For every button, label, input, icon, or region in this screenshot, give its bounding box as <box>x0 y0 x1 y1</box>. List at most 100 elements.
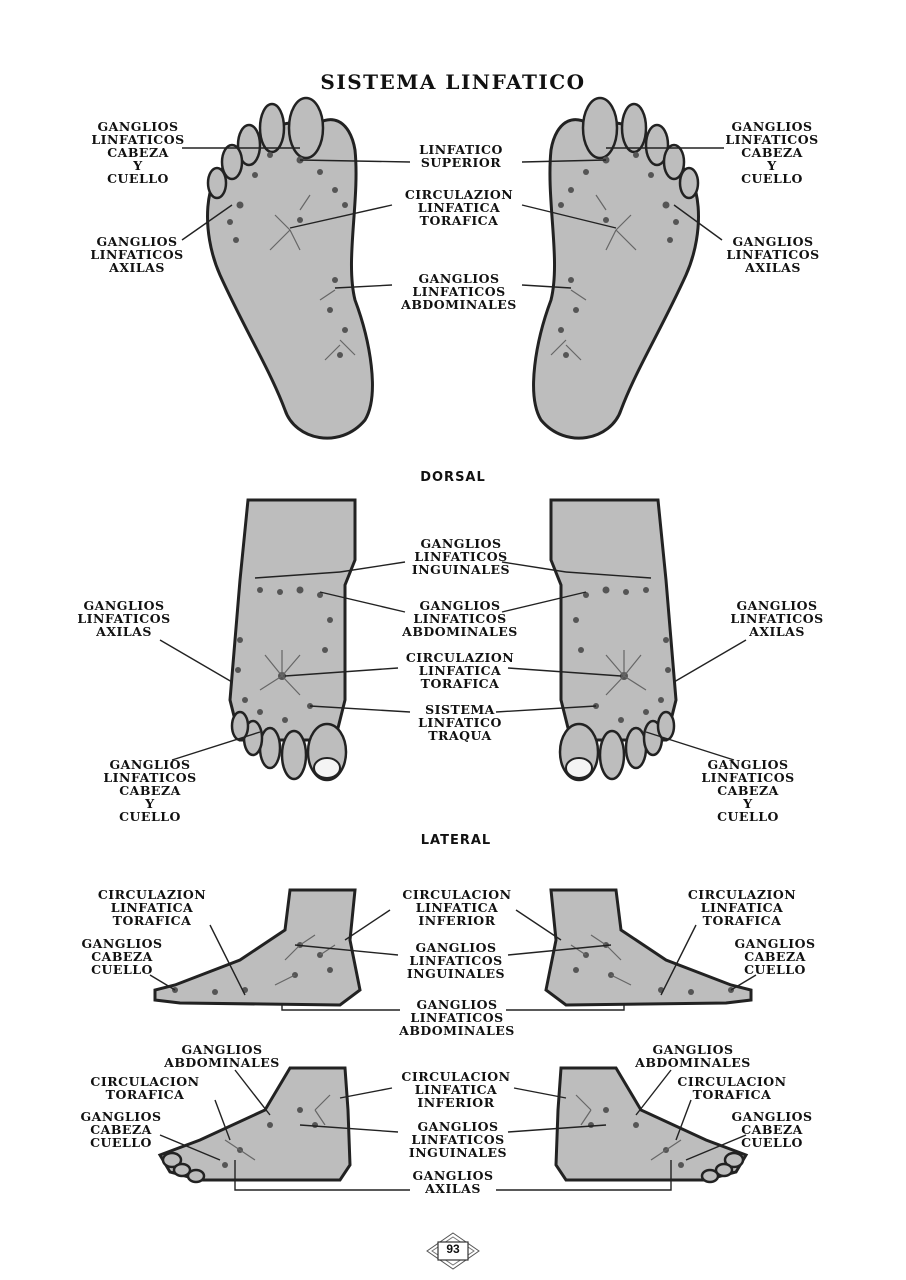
label-line: LINFATICOS <box>730 611 824 626</box>
lateral-upper-right-cabeza-label: GANGLIOS CABEZA CUELLO <box>734 937 815 976</box>
label-line: GANGLIOS <box>418 271 500 286</box>
label-line: CUELLO <box>107 171 169 186</box>
lateral-lower-right-abdominales-label: GANGLIOS ABDOMINALES <box>635 1043 751 1069</box>
lateral-upper-abdominales-label: GANGLIOS LINFATICOS ABDOMINALES <box>399 998 515 1037</box>
label-line: AXILAS <box>109 260 165 275</box>
label-line: GANGLIOS <box>731 1109 813 1124</box>
label-line: ABDOMINALES <box>164 1055 280 1070</box>
label-line: CABEZA <box>717 783 779 798</box>
plantar-superior-label: LINFATICO SUPERIOR <box>419 143 503 169</box>
dorsal-left-axilas-label: GANGLIOS LINFATICOS AXILAS <box>77 599 170 638</box>
dorsal-right-axilas-label: GANGLIOS LINFATICOS AXILAS <box>730 599 823 638</box>
plantar-right-cabeza-label: GANGLIOS LINFATICOS CABEZA Y CUELLO <box>725 120 818 185</box>
plantar-left-axilas-label: GANGLIOS LINFATICOS AXILAS <box>90 235 183 274</box>
label-line: Y <box>133 158 143 173</box>
label-line: TORAFICA <box>105 1087 185 1102</box>
label-line: LINFATICOS <box>725 132 819 147</box>
lateral-lower-left-toracica-label: CIRCULACION TORAFICA <box>90 1075 199 1101</box>
plantar-right-foot <box>532 96 700 440</box>
label-line: LINFATICA <box>418 663 502 678</box>
label-line: AXILAS <box>745 260 801 275</box>
label-line: LINFATICA <box>700 900 784 915</box>
label-line: GANGLIOS <box>97 119 179 134</box>
lateral-lower-right-cabeza-label: GANGLIOS CABEZA CUELLO <box>731 1110 812 1149</box>
page-title: SISTEMA LINFATICO <box>320 70 586 94</box>
label-line: ABDOMINALES <box>401 297 517 312</box>
label-line: TORAFICA <box>112 913 192 928</box>
plantar-right-axilas-label: GANGLIOS LINFATICOS AXILAS <box>726 235 819 274</box>
lateral-lower-left-foot <box>157 1066 352 1184</box>
label-line: LINFATICOS <box>103 770 197 785</box>
label-line: Y <box>767 158 777 173</box>
label-line: CUELLO <box>90 1135 152 1150</box>
label-line: AXILAS <box>425 1181 481 1196</box>
label-line: GANGLIOS <box>415 940 497 955</box>
label-line: INGUINALES <box>408 1145 508 1160</box>
label-line: GANGLIOS <box>419 598 501 613</box>
label-line: CIRCULACION <box>401 1069 511 1084</box>
label-line: CIRCULAZION <box>687 887 797 902</box>
label-line: CABEZA <box>741 1122 803 1137</box>
section-dorsal: DORSAL <box>420 470 486 485</box>
plantar-leader-lines <box>181 147 724 289</box>
label-line: CIRCULAZION <box>97 887 207 902</box>
label-line: LINFATICOS <box>90 247 184 262</box>
dorsal-traqua-label: SISTEMA LINFATICO TRAQUA <box>418 703 502 742</box>
label-line: TORAFICA <box>692 1087 772 1102</box>
plantar-left-cabeza-label: GANGLIOS LINFATICOS CABEZA Y CUELLO <box>91 120 184 185</box>
label-line: INGUINALES <box>411 562 511 577</box>
label-line: GANGLIOS <box>736 598 818 613</box>
label-line: AXILAS <box>96 624 152 639</box>
label-line: CUELLO <box>717 809 779 824</box>
label-line: TORAFICA <box>419 213 499 228</box>
label-line: GANGLIOS <box>80 1109 162 1124</box>
label-line: GANGLIOS <box>412 1168 494 1183</box>
lateral-lower-inguinales-label: GANGLIOS LINFATICOS INGUINALES <box>409 1120 507 1159</box>
label-line: AXILAS <box>749 624 805 639</box>
label-line: LINFATICOS <box>414 549 508 564</box>
dorsal-leader-lines <box>159 561 747 761</box>
label-line: LINFATICA <box>110 900 194 915</box>
label-line: CABEZA <box>91 949 153 964</box>
label-line: CABEZA <box>741 145 803 160</box>
label-line: GANGLIOS <box>81 936 163 951</box>
label-line: LINFATICA <box>417 200 501 215</box>
section-lateral: LATERAL <box>420 833 492 848</box>
label-line: LINFATICOS <box>91 132 185 147</box>
lateral-upper-left-foot <box>153 888 362 1007</box>
label-line: TRAQUA <box>428 728 492 743</box>
label-line: LINFATICOS <box>701 770 795 785</box>
page-number: 93 <box>446 1242 460 1256</box>
label-line: LINFATICOS <box>77 611 171 626</box>
label-line: TORAFICA <box>420 676 500 691</box>
label-line: CUELLO <box>744 962 806 977</box>
label-line: CIRCULACION <box>90 1074 200 1089</box>
label-line: INGUINALES <box>406 966 506 981</box>
label-line: ABDOMINALES <box>399 1023 515 1038</box>
label-line: LINFATICA <box>414 1082 498 1097</box>
label-line: CIRCULACION <box>402 887 512 902</box>
lateral-lower-left-abdominales-label: GANGLIOS ABDOMINALES <box>164 1043 280 1069</box>
label-line: CUELLO <box>741 171 803 186</box>
lateral-upper-left-cabeza-label: GANGLIOS CABEZA CUELLO <box>81 937 162 976</box>
label-line: CUELLO <box>119 809 181 824</box>
label-line: GANGLIOS <box>416 997 498 1012</box>
label-line: CIRCULAZION <box>404 187 514 202</box>
label-line: GANGLIOS <box>731 119 813 134</box>
lateral-lower-left-cabeza-label: GANGLIOS CABEZA CUELLO <box>80 1110 161 1149</box>
label-line: CABEZA <box>744 949 806 964</box>
label-line: CABEZA <box>90 1122 152 1137</box>
label-line: ABDOMINALES <box>635 1055 751 1070</box>
label-line: LINFATICOS <box>411 1132 505 1147</box>
page-number-badge-icon <box>426 1232 480 1270</box>
lateral-lower-axilas-label: GANGLIOS AXILAS <box>412 1169 493 1195</box>
plantar-left-foot <box>206 96 374 440</box>
label-line: CIRCULACION <box>677 1074 787 1089</box>
label-line: GANGLIOS <box>417 1119 499 1134</box>
label-line: Y <box>743 796 753 811</box>
label-line: Y <box>145 796 155 811</box>
label-line: GANGLIOS <box>181 1042 263 1057</box>
label-line: ABDOMINALES <box>402 624 518 639</box>
